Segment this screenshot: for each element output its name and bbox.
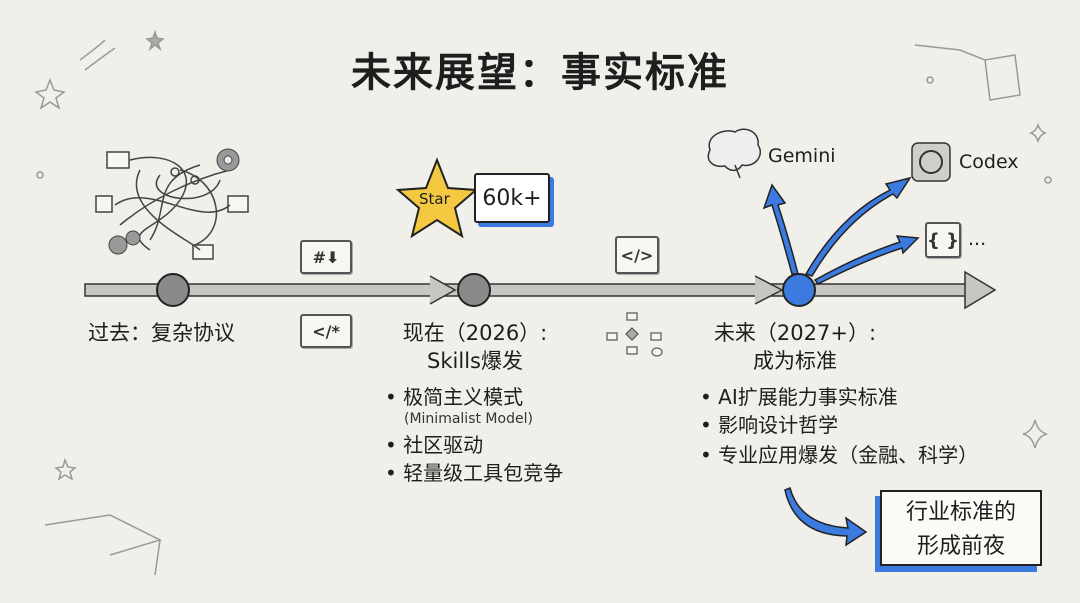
node-present [457,273,491,307]
future-label: 未来（2027+）: [713,321,877,345]
present-sublabel: Skills爆发 [427,349,523,373]
present-bullet: 社区驱动 [385,431,483,459]
timeline-arrow [84,270,997,310]
future-sublabel: 成为标准 [753,349,837,373]
complex-protocol-illustration [95,151,249,260]
code-comment-icon: </* [300,314,352,348]
adoption-arrows [762,176,920,547]
gear-icon [108,148,240,255]
future-bullet: AI扩展能力事实标准 [700,383,898,411]
present-bullet: 极简主义模式 [385,383,523,411]
star-icon [395,157,479,239]
markdown-icon: #⬇ [300,240,352,274]
present-bullet: 轻量级工具包竞争 [385,459,563,487]
flowchart-icon [606,312,663,357]
node-past [156,273,190,307]
future-bullet: 影响设计哲学 [700,411,838,439]
conclusion-box: 行业标准的 形成前夜 [880,490,1042,566]
brain-icon [707,128,762,179]
code-window-icon: </> [615,236,659,274]
adopter-gemini: Gemini [768,145,836,167]
present-bullet-note: (Minimalist Model) [404,411,533,427]
present-label: 现在（2026）: [402,321,548,345]
sparkle-decorations [34,29,1052,576]
codex-icon [911,142,951,182]
conclusion-line: 行业标准的 [905,500,1016,525]
past-label: 过去：复杂协议 [88,321,235,345]
node-future [782,273,816,307]
page-title: 未来展望：事实标准 [351,50,729,96]
conclusion-line: 形成前夜 [916,534,1005,559]
adopter-more: ... [968,228,987,250]
star-count-badge: 60k+ [474,173,550,223]
braces-icon: { } [925,222,961,258]
adopter-codex: Codex [959,151,1019,173]
future-bullet: 专业应用爆发（金融、科学） [700,441,978,469]
star-label: Star [419,190,450,208]
